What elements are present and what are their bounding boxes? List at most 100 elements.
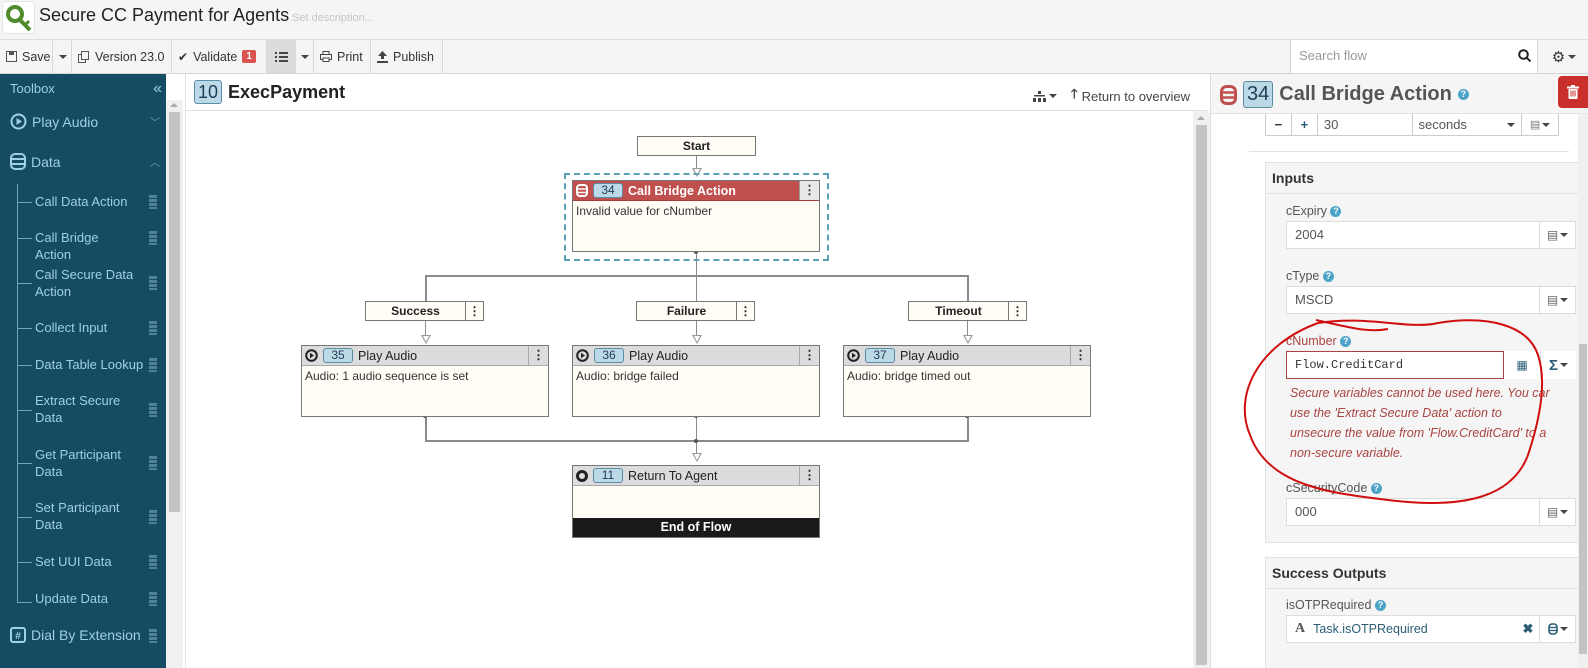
expression-mode-button[interactable]: ▤	[1539, 222, 1575, 248]
layout-menu-button[interactable]	[1032, 90, 1057, 102]
path-menu-icon[interactable]: ⋮	[465, 302, 483, 320]
drag-handle-icon[interactable]	[149, 456, 157, 470]
version-button[interactable]: Version 23.0	[72, 40, 172, 73]
toolbox-item-call-data-action[interactable]: Call Data Action	[35, 194, 128, 209]
help-icon[interactable]: ?	[1330, 206, 1342, 218]
delete-action-button[interactable]	[1558, 76, 1588, 108]
toolbox-item-set-uui-data[interactable]: Set UUI Data	[35, 554, 112, 569]
toolbox-category-dial-by-extension[interactable]: # Dial By Extension	[10, 627, 160, 643]
help-icon[interactable]: ?	[1340, 336, 1352, 348]
drag-handle-icon[interactable]	[149, 195, 157, 209]
node-menu-icon[interactable]: ⋮	[528, 346, 548, 365]
properties-scrollbar[interactable]	[1578, 114, 1588, 668]
toolbox-item-data-table-lookup[interactable]: Data Table Lookup	[35, 357, 144, 372]
path-success[interactable]: Success ⋮	[365, 301, 484, 321]
toolbox-item-call-bridge-action[interactable]: Call Bridge Action	[35, 230, 99, 262]
drag-handle-icon[interactable]	[149, 358, 157, 372]
toolbox-item-extract-secure-data[interactable]: Extract Secure Data	[35, 393, 121, 425]
validate-button[interactable]: ✔ Validate 1	[172, 40, 267, 73]
toolbox-item-set-participant-data[interactable]: Set Participant Data	[35, 500, 120, 532]
cnumber-input[interactable]: Flow.CreditCard	[1286, 351, 1504, 379]
start-node[interactable]: Start	[637, 136, 756, 156]
inputs-section-title[interactable]: Inputs	[1266, 163, 1578, 194]
node-menu-icon[interactable]: ⋮	[799, 346, 819, 365]
path-menu-icon[interactable]: ⋮	[736, 302, 754, 320]
play-audio-node-35[interactable]: 35 Play Audio ⋮ Audio: 1 audio sequence …	[301, 345, 549, 417]
category-label: Play Audio	[32, 113, 99, 130]
drag-handle-icon[interactable]	[149, 276, 157, 290]
path-menu-icon[interactable]: ⋮	[1008, 302, 1026, 320]
help-icon[interactable]: ?	[1370, 483, 1382, 495]
view-dropdown-button[interactable]	[296, 40, 314, 73]
flow-title[interactable]: Secure CC Payment for Agents	[39, 5, 290, 25]
description-placeholder[interactable]: Set description...	[292, 12, 374, 24]
play-audio-node-37[interactable]: 37 Play Audio ⋮ Audio: bridge timed out	[843, 345, 1091, 417]
play-audio-node-36[interactable]: 36 Play Audio ⋮ Audio: bridge failed	[572, 345, 820, 417]
success-outputs-title[interactable]: Success Outputs	[1266, 558, 1578, 589]
canvas-scrollbar[interactable]	[1193, 111, 1210, 668]
toolbox-item-collect-input[interactable]: Collect Input	[35, 320, 108, 335]
drag-handle-icon[interactable]	[149, 629, 157, 643]
drag-handle-icon[interactable]	[149, 403, 157, 417]
variable-picker-button[interactable]: ▦	[1504, 351, 1540, 379]
scrollbar-thumb[interactable]	[1579, 344, 1587, 654]
csecuritycode-input[interactable]: 000	[1295, 504, 1317, 519]
expression-mode-button[interactable]: ▤	[1539, 287, 1575, 313]
print-button[interactable]: Print	[314, 40, 371, 73]
timeout-unit-select[interactable]: seconds	[1413, 114, 1523, 135]
cexpiry-input[interactable]: 2004	[1295, 227, 1324, 242]
expression-mode-button[interactable]: ▤	[1539, 499, 1575, 525]
csecuritycode-field[interactable]: 000 ▤	[1286, 498, 1576, 526]
call-bridge-action-node[interactable]: 34 Call Bridge Action ⋮ Invalid value fo…	[572, 180, 820, 252]
return-to-agent-node[interactable]: 11 Return To Agent ⋮ End of Flow	[572, 465, 820, 538]
node-menu-icon[interactable]: ⋮	[799, 466, 819, 485]
isotprequired-field[interactable]: A Task.isOTPRequired ✖	[1286, 615, 1576, 643]
clear-icon[interactable]: ✖	[1522, 621, 1534, 636]
save-dropdown-button[interactable]	[52, 40, 72, 73]
drag-handle-icon[interactable]	[149, 555, 157, 569]
scrollbar-thumb[interactable]	[1196, 125, 1207, 665]
expression-button[interactable]: Σ	[1540, 351, 1576, 379]
scrollbar-thumb[interactable]	[169, 112, 180, 512]
search-icon[interactable]	[1518, 49, 1531, 62]
toolbox-category-data[interactable]: Data ︿	[10, 153, 160, 170]
drag-handle-icon[interactable]	[149, 321, 157, 335]
timeout-value-input[interactable]: 30	[1318, 114, 1413, 135]
print-label: Print	[337, 49, 363, 64]
scroll-up-icon[interactable]	[1197, 116, 1205, 120]
cexpiry-field[interactable]: 2004 ▤	[1286, 221, 1576, 249]
cnumber-field[interactable]: Flow.CreditCard ▦ Σ	[1286, 351, 1576, 379]
toolbox-item-get-participant-data[interactable]: Get Participant Data	[35, 447, 121, 479]
ctype-input[interactable]: MSCD	[1295, 292, 1334, 307]
outline-view-button[interactable]	[267, 40, 296, 73]
variable-type-button[interactable]	[1539, 616, 1575, 642]
search-flow-input[interactable]	[1291, 40, 1501, 71]
ctype-field[interactable]: MSCD ▤	[1286, 286, 1576, 314]
decrement-button[interactable]: −	[1266, 114, 1292, 135]
save-button[interactable]: Save	[0, 40, 52, 73]
toolbox-scrollbar[interactable]	[166, 100, 183, 668]
drag-handle-icon[interactable]	[149, 510, 157, 524]
help-icon[interactable]: ?	[1374, 600, 1386, 612]
settings-button[interactable]: ⚙	[1540, 40, 1588, 73]
node-menu-icon[interactable]: ⋮	[1070, 346, 1090, 365]
collapse-toolbox-icon[interactable]: «	[153, 80, 162, 97]
drag-handle-icon[interactable]	[149, 231, 157, 245]
path-timeout[interactable]: Timeout ⋮	[908, 301, 1027, 321]
toolbox-item-call-secure-data-action[interactable]: Call Secure Data Action	[35, 267, 134, 299]
help-icon[interactable]: ?	[1322, 271, 1334, 283]
increment-button[interactable]: +	[1292, 114, 1318, 135]
toolbox-item-update-data[interactable]: Update Data	[35, 591, 108, 606]
flow-canvas[interactable]: Start 34 Call Bridge Action ⋮ Invalid va…	[185, 111, 1193, 668]
scroll-up-icon[interactable]	[170, 103, 178, 107]
tree-branch	[17, 202, 32, 203]
expression-mode-button[interactable]: ▤	[1522, 114, 1558, 135]
help-icon[interactable]: ?	[1457, 89, 1469, 100]
drag-handle-icon[interactable]	[149, 592, 157, 606]
publish-button[interactable]: Publish	[371, 40, 443, 73]
isotprequired-variable[interactable]: Task.isOTPRequired	[1313, 622, 1428, 636]
return-to-overview-link[interactable]: 🡑 Return to overview	[1071, 85, 1190, 107]
toolbox-category-play-audio[interactable]: Play Audio ﹀	[10, 113, 160, 130]
node-menu-icon[interactable]: ⋮	[799, 181, 819, 200]
path-failure[interactable]: Failure ⋮	[636, 301, 755, 321]
